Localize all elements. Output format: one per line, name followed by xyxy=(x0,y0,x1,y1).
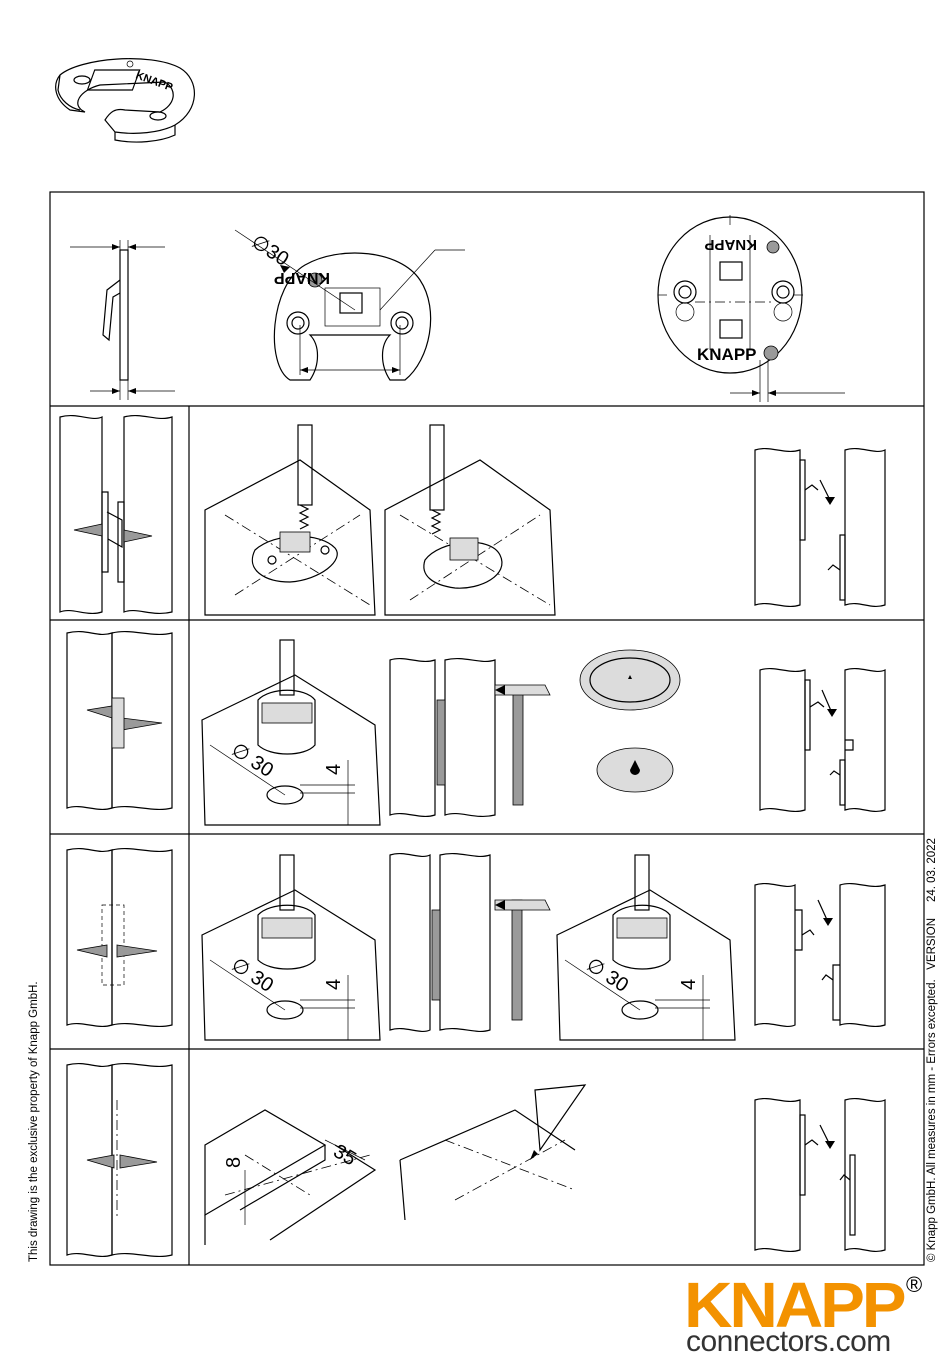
cover-cap-drawing xyxy=(575,640,695,815)
svg-text:KNAPP: KNAPP xyxy=(274,269,330,286)
copyright-version-notice: © Knapp GmbH. All measures in mm - Error… xyxy=(926,838,938,1262)
svg-text:4: 4 xyxy=(678,979,700,990)
hook-engage-drawing-3 xyxy=(750,880,890,1030)
hook-engage-drawing-4 xyxy=(750,1095,890,1255)
front-plate-drawing: KNAPP ∅30 xyxy=(230,225,480,390)
ownership-notice: This drawing is the exclusive property o… xyxy=(28,981,40,1262)
svg-text:4: 4 xyxy=(323,979,345,990)
svg-text:8: 8 xyxy=(223,1157,245,1168)
hook-engage-drawing-1 xyxy=(750,445,890,610)
svg-text:∅30: ∅30 xyxy=(247,231,292,271)
assembled-joint-side-view-1 xyxy=(52,412,187,617)
assembled-joint-side-view-4 xyxy=(62,1060,187,1260)
screw-installation-drawing-1 xyxy=(200,420,380,620)
assembled-joint-side-view-3 xyxy=(62,845,187,1035)
registered-mark: ® xyxy=(906,1272,922,1298)
svg-text:KNAPP: KNAPP xyxy=(704,236,757,253)
screw-installation-drawing-2 xyxy=(380,420,560,620)
pencil-marking-drawing xyxy=(395,1080,585,1230)
milling-drawing-2: ∅ 30 4 xyxy=(200,850,380,1045)
svg-text:∅ 30: ∅ 30 xyxy=(582,954,632,997)
svg-text:KNAPP: KNAPP xyxy=(697,345,757,364)
svg-text:4: 4 xyxy=(323,764,345,775)
hammer-insertion-drawing-2 xyxy=(385,850,555,1035)
svg-text:∅ 30: ∅ 30 xyxy=(227,954,277,997)
svg-text:∅ 30: ∅ 30 xyxy=(227,739,277,782)
milling-drawing-1: ∅ 30 4 xyxy=(200,635,380,830)
hammer-insertion-drawing-1 xyxy=(385,655,560,820)
assembled-joint-side-view-2 xyxy=(52,628,187,813)
marking-board-drawing: 8 35 xyxy=(200,1100,385,1250)
side-profile-drawing xyxy=(65,235,175,405)
hook-engage-drawing-2 xyxy=(750,665,890,815)
milling-drawing-3: ∅ 30 4 xyxy=(555,850,735,1045)
website-url[interactable]: connectors.com xyxy=(686,1325,891,1359)
back-plate-drawing: KNAPP KNAPP xyxy=(655,210,855,405)
